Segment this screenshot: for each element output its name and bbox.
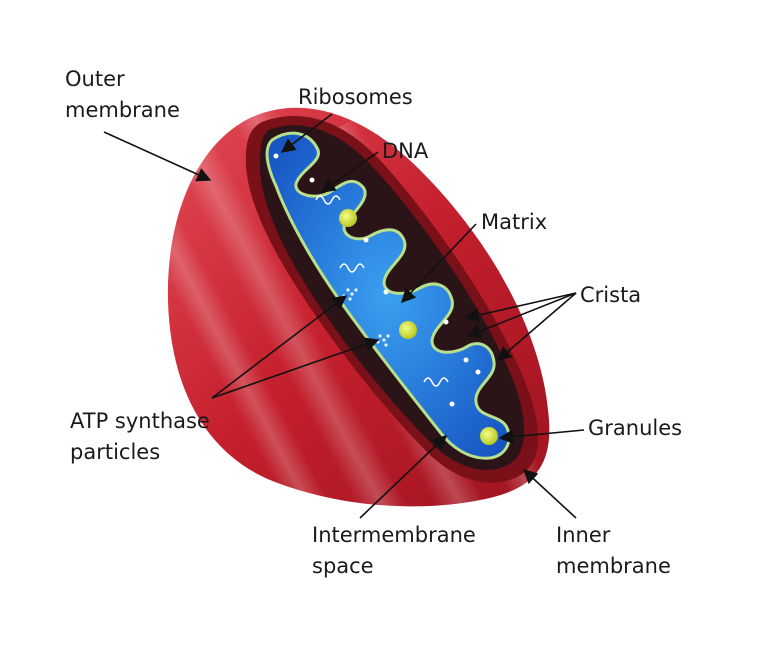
inner-membrane-shape: [265, 131, 511, 460]
label-crista: Crista: [580, 283, 642, 307]
leader-crista-2: [466, 292, 577, 338]
label-atp-synthase-line2: particles: [70, 440, 161, 464]
label-dna: DNA: [382, 139, 429, 163]
dna-strands: [315, 195, 449, 387]
label-atp-synthase: ATP synthase particles: [70, 406, 210, 468]
label-intermembrane-space: Intermembrane space: [312, 520, 476, 582]
leader-matrix: [401, 223, 477, 304]
label-outer-membrane: Outer membrane: [65, 64, 180, 126]
leader-ribosomes: [280, 113, 333, 153]
granules-shape: [339, 209, 498, 445]
leader-intermembrane: [359, 435, 448, 519]
leader-lines: [103, 113, 585, 519]
label-inner-membrane: Inner membrane: [556, 520, 671, 582]
label-ribosomes: Ribosomes: [298, 85, 413, 109]
label-intermembrane-space-line1: Intermembrane: [312, 523, 476, 547]
label-outer-membrane-line2: membrane: [65, 98, 180, 122]
label-inner-membrane-line1: Inner: [556, 523, 611, 547]
leader-inner-membrane: [522, 469, 577, 519]
leader-atp-2: [211, 337, 380, 399]
ribosomes-dots: [273, 153, 481, 407]
label-inner-membrane-line2: membrane: [556, 554, 671, 578]
label-intermembrane-space-line2: space: [312, 554, 374, 578]
leader-dna: [320, 151, 379, 193]
label-matrix: Matrix: [481, 210, 548, 234]
leader-crista-3: [496, 292, 577, 361]
label-outer-membrane-line1: Outer: [65, 67, 125, 91]
label-granules: Granules: [588, 416, 683, 440]
label-atp-synthase-line1: ATP synthase: [70, 409, 210, 433]
leader-crista-1: [464, 292, 577, 323]
leader-outer-membrane: [103, 131, 212, 182]
leader-atp-1: [211, 295, 348, 399]
leader-granules: [498, 429, 585, 444]
